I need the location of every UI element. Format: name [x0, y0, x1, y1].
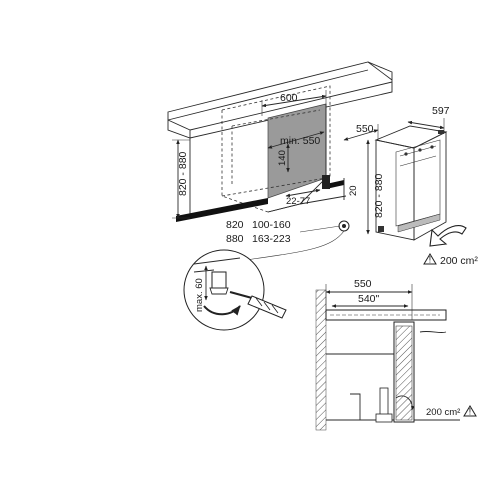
svg-text:!: !: [469, 407, 472, 418]
max-60-label: max. 60: [194, 278, 205, 312]
dim-20: 20: [343, 178, 359, 200]
depth-550-label: 550: [356, 123, 374, 135]
row-880-height: 880: [226, 233, 244, 245]
row-880-range: 163-223: [252, 233, 291, 245]
section-warning-icon: [463, 405, 477, 417]
niche-height-label: 820 - 880: [177, 151, 189, 196]
width-597-label: 597: [432, 105, 450, 117]
vent-area-main-label: 200 cm²: [440, 255, 478, 267]
section-540-dimension: 540": [331, 293, 409, 308]
dim-22-77-label: 22-77: [286, 196, 310, 207]
dim-20-label: 20: [348, 185, 359, 196]
niche-height-dimension: 820 - 880: [172, 139, 190, 219]
foot-adjustment-detail: max. 60: [183, 249, 287, 331]
ventilation-indicator-main: ! 200 cm²: [423, 225, 478, 267]
svg-text:!: !: [429, 255, 432, 266]
appliance-depth-dimension: 550: [343, 123, 379, 141]
detail-circle: [183, 249, 265, 331]
appliance-width-dimension: 597: [407, 105, 450, 132]
appliance-height-dimension: 820 - 880: [366, 139, 385, 235]
warning-icon: [423, 253, 437, 265]
foot-height-table: 820 100-160 880 163-223: [226, 219, 341, 245]
airflow-arrow: [429, 225, 467, 247]
dim-140: 140: [277, 143, 290, 173]
section-540-label: 540": [358, 293, 380, 305]
rotation-arrow: [203, 305, 241, 316]
appliance-height-label: 820 - 880: [373, 173, 385, 218]
width-600-label: 600: [280, 92, 298, 104]
vent-area-section-label: 200 cm²: [426, 407, 460, 418]
row-820-range: 100-160: [252, 219, 291, 231]
wall-section: [315, 289, 327, 431]
section-view: 550 540" ! 200 cm²: [315, 278, 477, 431]
section-550-label: 550: [354, 278, 372, 290]
dim-140-label: 140: [277, 150, 288, 166]
appliance-side: [413, 131, 447, 241]
plinth-strip: [176, 198, 268, 222]
row-820-height: 820: [226, 219, 244, 231]
screwdriver: [229, 290, 253, 300]
section-550-dimension: 550: [325, 278, 413, 320]
niche-isometric-view: 820 - 880 600 min. 550 140 22-77 20: [167, 61, 393, 263]
width-600-dimension: 600: [261, 90, 327, 116]
min-550-label: min. 550: [280, 135, 320, 147]
min-depth-dimension: min. 550: [267, 131, 325, 149]
dim-22-77: 22-77: [285, 188, 321, 207]
appliance-isometric: 550 597 820 - 880: [343, 105, 450, 241]
adjustable-foot: [322, 175, 330, 189]
